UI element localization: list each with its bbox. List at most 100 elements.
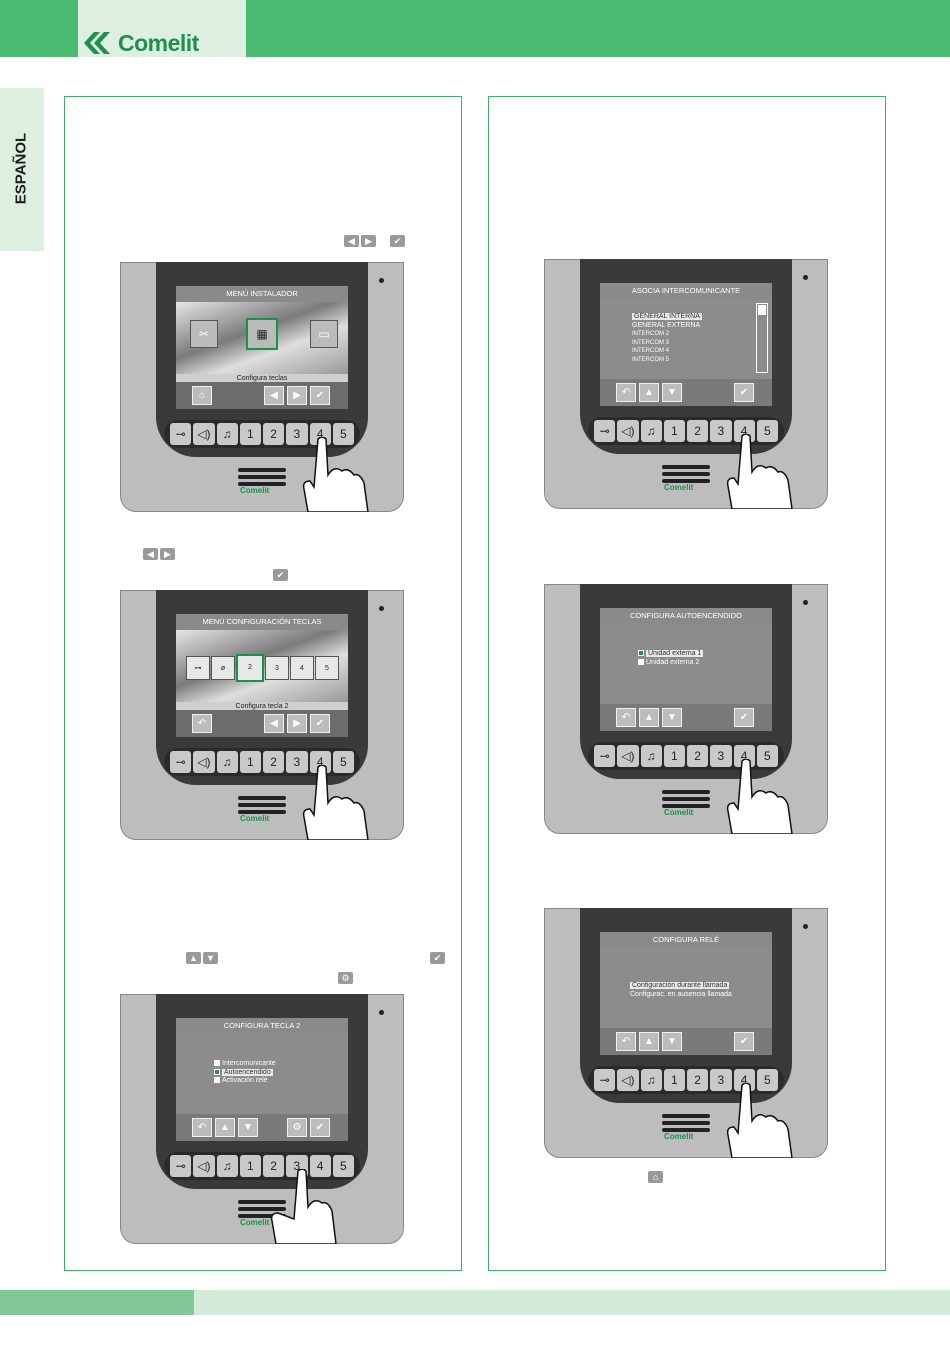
key-bell[interactable]: ♫: [216, 1155, 238, 1177]
key-bell[interactable]: ♫: [640, 420, 662, 442]
key-door[interactable]: ⊸: [594, 1069, 616, 1091]
key-door[interactable]: ⊸: [170, 423, 192, 445]
keypad: ⊸ ◁) ♫ 1 2 3 4 5: [164, 748, 360, 776]
key-door[interactable]: ⊸: [170, 1155, 192, 1177]
home-icon[interactable]: ⌂: [192, 386, 212, 405]
key-2[interactable]: 2: [687, 420, 709, 442]
list-item[interactable]: INTERCOM 2: [632, 331, 670, 338]
key-2[interactable]: 2: [687, 1069, 709, 1091]
right-arrow-icon[interactable]: ▶: [287, 714, 307, 733]
down-arrow-icon[interactable]: ▼: [662, 383, 682, 402]
list-item[interactable]: GENERAL INTERNA: [632, 313, 702, 320]
key-3[interactable]: 3: [710, 1069, 732, 1091]
down-arrow-icon[interactable]: ▼: [238, 1118, 258, 1137]
key-1[interactable]: 1: [239, 751, 261, 773]
up-arrow-icon[interactable]: ▲: [639, 708, 659, 727]
device-autoencendido: CONFIGURA AUTOENCENDIDO Unidad externa 1…: [544, 584, 828, 834]
check-icon[interactable]: ✔: [734, 383, 754, 402]
pointing-hand-icon: [302, 437, 369, 512]
back-icon[interactable]: ↶: [616, 383, 636, 402]
left-arrow-icon: ◀: [143, 548, 158, 560]
key-door[interactable]: ⊸: [170, 751, 192, 773]
check-icon[interactable]: ✔: [310, 714, 330, 733]
key-1[interactable]: 1: [239, 1155, 261, 1177]
key-3[interactable]: 3: [286, 751, 308, 773]
check-icon[interactable]: ✔: [734, 1032, 754, 1051]
key-5[interactable]: 5: [756, 420, 778, 442]
right-arrow-icon: ▶: [160, 548, 175, 560]
list-item[interactable]: Intercomunicante: [214, 1060, 276, 1069]
list-item[interactable]: Configuración durante llamada: [630, 982, 730, 989]
device-brand: Comelit: [240, 814, 270, 823]
left-arrow-icon[interactable]: ◀: [264, 714, 284, 733]
key-2[interactable]: 2: [263, 1155, 285, 1177]
key-3[interactable]: 3: [286, 423, 308, 445]
list-item[interactable]: INTERCOM 3: [632, 339, 670, 346]
down-arrow-icon[interactable]: ▼: [662, 1032, 682, 1051]
list-item[interactable]: GENERAL EXTERNA: [632, 321, 701, 329]
screen-title: ASOCIA INTERCOMUNICANTE: [600, 283, 772, 299]
keys-config-icon: ▦: [246, 318, 278, 350]
key-bell[interactable]: ♫: [216, 751, 238, 773]
key-5[interactable]: 5: [332, 751, 354, 773]
key-5[interactable]: 5: [332, 1155, 354, 1177]
list-item[interactable]: INTERCOM 4: [632, 348, 670, 355]
up-arrow-icon[interactable]: ▲: [639, 383, 659, 402]
up-arrow-icon[interactable]: ▲: [215, 1118, 235, 1137]
back-icon[interactable]: ↶: [616, 1032, 636, 1051]
home-icon: ⌂: [648, 1171, 663, 1183]
key-audio[interactable]: ◁): [617, 1069, 639, 1091]
screen-title: CONFIGURA TECLA 2: [176, 1018, 348, 1034]
list-item[interactable]: INTERCOM 5: [632, 356, 670, 363]
key-1[interactable]: 1: [663, 1069, 685, 1091]
key-1[interactable]: 1: [663, 745, 685, 767]
tile-2: 2: [236, 654, 264, 682]
tile-5: 5: [315, 656, 339, 680]
key-3[interactable]: 3: [710, 745, 732, 767]
check-icon: ✔: [273, 569, 288, 581]
back-icon[interactable]: ↶: [192, 1118, 212, 1137]
key-door[interactable]: ⊸: [594, 420, 616, 442]
option-list: Configuración durante llamada Configurac…: [630, 982, 732, 999]
key-3[interactable]: 3: [710, 420, 732, 442]
key-2[interactable]: 2: [687, 745, 709, 767]
list-item[interactable]: Configurac. en ausencia llamada: [630, 990, 732, 998]
back-icon[interactable]: ↶: [192, 714, 212, 733]
down-arrow-icon[interactable]: ▼: [662, 708, 682, 727]
option-list: Unidad externa 1 Unidad externa 2: [638, 650, 704, 668]
key-bell[interactable]: ♫: [640, 745, 662, 767]
list-item[interactable]: Autoencendido: [214, 1068, 276, 1078]
key-4[interactable]: 4: [309, 1155, 331, 1177]
left-arrow-icon[interactable]: ◀: [264, 386, 284, 405]
key-bell[interactable]: ♫: [640, 1069, 662, 1091]
device-brand: Comelit: [240, 1218, 270, 1227]
key-5[interactable]: 5: [756, 1069, 778, 1091]
check-icon[interactable]: ✔: [734, 708, 754, 727]
key-2[interactable]: 2: [263, 423, 285, 445]
scrollbar[interactable]: [756, 303, 768, 373]
right-arrow-icon[interactable]: ▶: [287, 386, 307, 405]
key-2[interactable]: 2: [263, 751, 285, 773]
key-bell[interactable]: ♫: [216, 423, 238, 445]
edit-icon[interactable]: ⚙: [287, 1118, 307, 1137]
tile-bell: ø: [211, 656, 235, 680]
list-item[interactable]: Unidad externa 2: [638, 659, 703, 668]
key-audio[interactable]: ◁): [193, 423, 215, 445]
check-icon[interactable]: ✔: [310, 1118, 330, 1137]
key-5[interactable]: 5: [332, 423, 354, 445]
key-5[interactable]: 5: [756, 745, 778, 767]
up-arrow-icon[interactable]: ▲: [639, 1032, 659, 1051]
monitor-icon: ▭: [310, 320, 338, 348]
key-audio[interactable]: ◁): [617, 745, 639, 767]
key-audio[interactable]: ◁): [193, 1155, 215, 1177]
check-icon[interactable]: ✔: [310, 386, 330, 405]
key-audio[interactable]: ◁): [617, 420, 639, 442]
screen-title: CONFIGURA AUTOENCENDIDO: [600, 608, 772, 624]
list-item[interactable]: Activación relé: [214, 1077, 276, 1086]
key-door[interactable]: ⊸: [594, 745, 616, 767]
key-1[interactable]: 1: [663, 420, 685, 442]
list-item[interactable]: Unidad externa 1: [638, 650, 704, 659]
key-1[interactable]: 1: [239, 423, 261, 445]
key-audio[interactable]: ◁): [193, 751, 215, 773]
back-icon[interactable]: ↶: [616, 708, 636, 727]
